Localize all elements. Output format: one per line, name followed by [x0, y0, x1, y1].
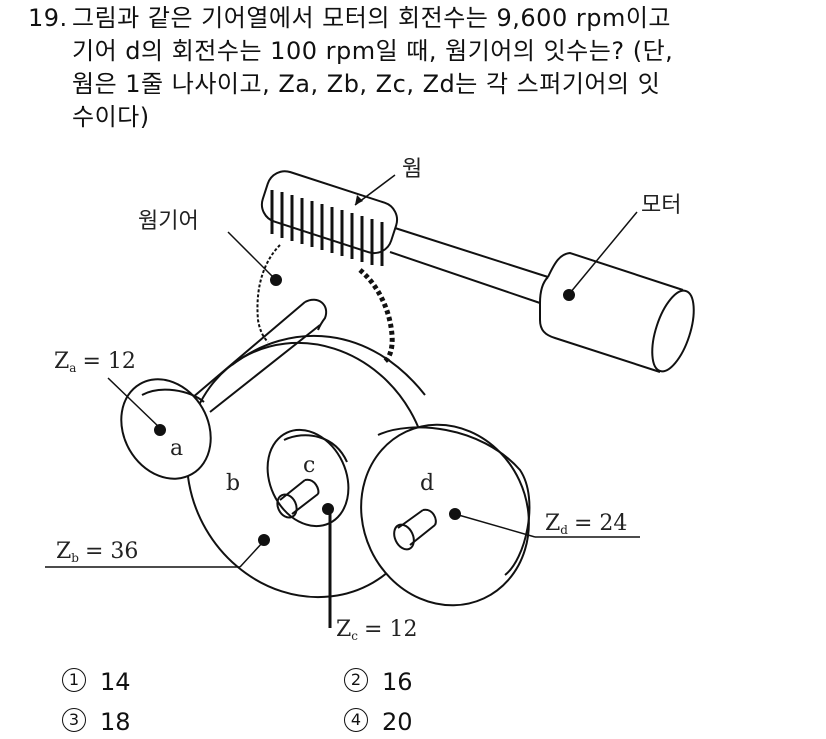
choice-1[interactable]: 1 14 — [62, 664, 131, 698]
gear-a-label: a — [170, 436, 183, 461]
choice-4-value: 20 — [382, 708, 413, 736]
worm-label: 웜 — [402, 157, 422, 182]
question-block: 19.그림과 같은 기어열에서 모터의 회전수는 9,600 rpm이고 기어 … — [28, 2, 818, 134]
question-text-4: 수이다) — [72, 103, 150, 131]
zd-label: Zd= 24 — [545, 511, 627, 537]
choice-3[interactable]: 3 18 — [62, 704, 131, 738]
choice-3-value: 18 — [100, 708, 131, 736]
leader-lines — [45, 174, 640, 628]
motor-shaft — [389, 227, 549, 304]
za-label: Za= 12 — [54, 349, 136, 375]
zb-label: Zb= 36 — [56, 539, 138, 565]
choice-4-marker: 4 — [344, 708, 368, 732]
question-number: 19. — [28, 4, 68, 32]
choice-2-value: 16 — [382, 668, 413, 696]
question-line-2: 기어 d의 회전수는 100 rpm일 때, 웜기어의 잇수는? (단, — [28, 35, 818, 68]
zc-label: Zc= 12 — [336, 617, 417, 643]
question-text-2: 기어 d의 회전수는 100 rpm일 때, 웜기어의 잇수는? (단, — [72, 37, 674, 65]
choice-1-value: 14 — [100, 668, 131, 696]
worm — [260, 170, 399, 266]
choice-2[interactable]: 2 16 — [344, 664, 413, 698]
question-text-1: 그림과 같은 기어열에서 모터의 회전수는 9,600 rpm이고 — [72, 4, 671, 32]
shaft-ab — [191, 298, 328, 413]
gear-b-label: b — [226, 471, 240, 496]
motor-body — [539, 251, 695, 373]
gear-c — [266, 428, 350, 528]
motor-label: 모터 — [641, 193, 681, 218]
question-line-4: 수이다) — [28, 101, 818, 134]
choice-3-marker: 3 — [62, 708, 86, 732]
gear-d — [360, 423, 531, 607]
gear-d-label: d — [420, 471, 434, 496]
question-line-3: 웜은 1줄 나사이고, Za, Zb, Zc, Zd는 각 스퍼기어의 잇 — [28, 68, 818, 101]
gear-a — [120, 378, 212, 480]
question-line-1: 19.그림과 같은 기어열에서 모터의 회전수는 9,600 rpm이고 — [28, 2, 818, 35]
choice-1-marker: 1 — [62, 668, 86, 692]
choice-4[interactable]: 4 20 — [344, 704, 413, 738]
question-text-3: 웜은 1줄 나사이고, Za, Zb, Zc, Zd는 각 스퍼기어의 잇 — [72, 70, 661, 98]
choice-2-marker: 2 — [344, 668, 368, 692]
gear-b — [185, 334, 431, 599]
worm-gear-label: 웜기어 — [138, 209, 199, 234]
gear-c-label: c — [303, 453, 315, 478]
